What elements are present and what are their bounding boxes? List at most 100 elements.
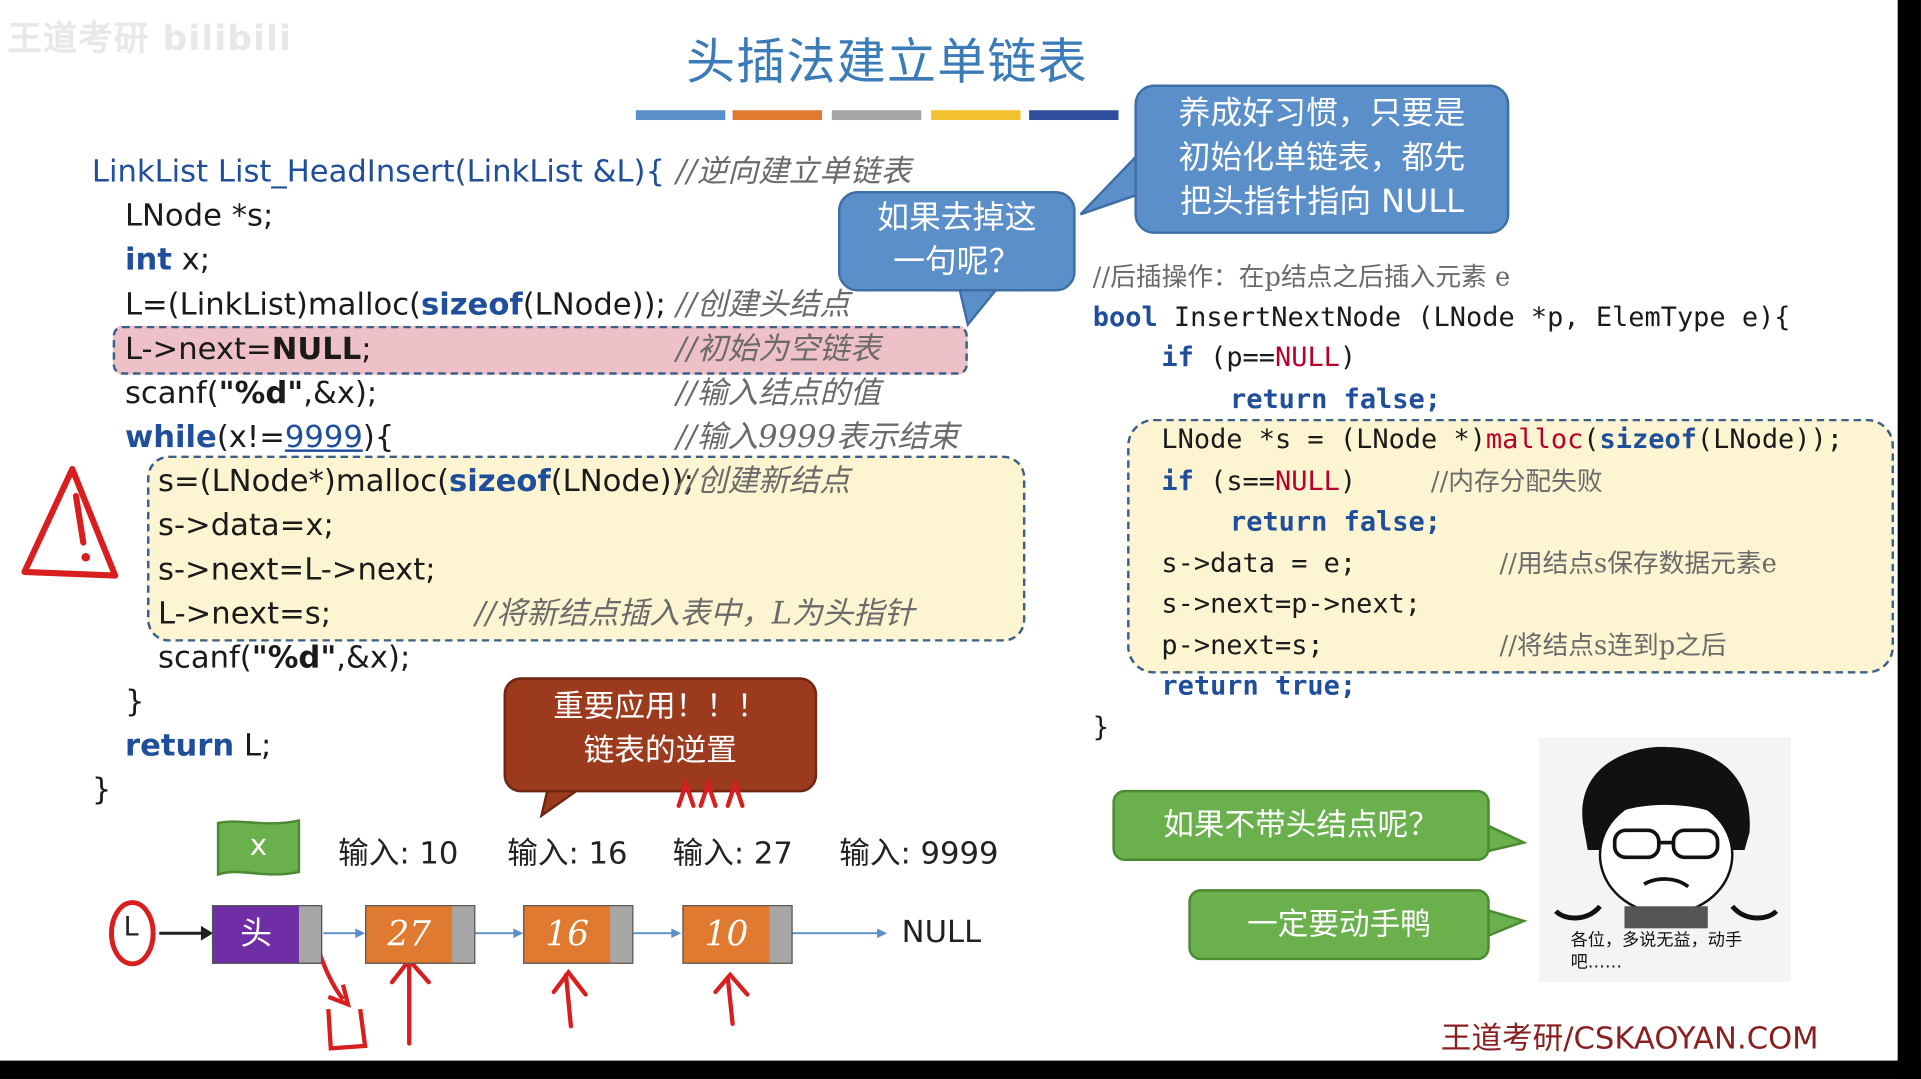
keyword: if	[1161, 466, 1194, 498]
node-pointer	[452, 906, 475, 963]
code-line: LNode *s;	[124, 197, 274, 233]
code-line: s->data=x;	[158, 507, 334, 543]
keyword: if	[1161, 342, 1194, 374]
node-pointer	[298, 906, 321, 963]
callout-line: 链表的逆置	[583, 732, 737, 768]
list-node: 10	[682, 905, 793, 964]
code-signature-text: LinkList List_HeadInsert(LinkList &L){	[91, 153, 665, 189]
string-literal: "%d"	[218, 374, 304, 411]
code-line: LNode *s = (LNode *)malloc(sizeof(LNode)…	[1161, 420, 1843, 461]
code-text: (	[1583, 424, 1600, 456]
footer-brand: 王道考研/CSKAOYAN.COM	[1440, 1020, 1819, 1056]
code-text: ;	[361, 330, 372, 367]
callout-line: 养成好习惯，只要是	[1178, 95, 1466, 133]
code-text: (s==	[1193, 466, 1276, 498]
callout-habit: 养成好习惯，只要是 初始化单链表，都先 把头指针指向 NULL	[1134, 84, 1510, 234]
input-label: 输入: 9999	[839, 835, 999, 871]
code-comment: //逆向建立单链表	[676, 153, 912, 189]
code-line: return false;	[1230, 384, 1441, 416]
title-stripe	[931, 110, 1021, 121]
input-label: 输入: 27	[672, 835, 793, 871]
code-comment: //将结点s连到p之后	[1499, 630, 1727, 661]
slide-title: 头插法建立单链表	[686, 34, 1088, 91]
code-comment: //输入结点的值	[676, 374, 881, 411]
code-comment: //内存分配失败	[1430, 466, 1603, 497]
node-value: 16	[545, 913, 590, 955]
code-text: L->next=	[124, 330, 272, 367]
code-line: int x;	[125, 238, 210, 282]
code-text: L;	[234, 727, 272, 763]
keyword: return	[124, 727, 235, 763]
number-literal: 9999	[284, 418, 363, 455]
title-stripe	[732, 110, 823, 121]
code-line: s->next=p->next;	[1161, 589, 1422, 620]
node-value: 头	[240, 916, 272, 953]
keyword: int	[124, 241, 172, 277]
code-text: x;	[171, 241, 211, 277]
code-text: (x!=	[216, 418, 285, 455]
callout-line: 初始化单链表，都先	[1178, 139, 1466, 177]
keyword: sizeof	[1599, 424, 1697, 456]
code-text: )	[1339, 466, 1357, 498]
list-node-head: 头	[211, 905, 323, 964]
highlight-insert-block	[147, 455, 1026, 642]
title-stripe	[635, 110, 726, 121]
code-comment: //输入9999表示结束	[676, 418, 959, 455]
node-value: 27	[387, 913, 432, 955]
video-letterbox-right	[1897, 0, 1921, 1079]
code-line: }	[124, 683, 145, 719]
code-text: (LNode));	[550, 462, 694, 499]
code-line: scanf("%d",&x);	[125, 371, 377, 415]
null-literal: NULL	[1275, 342, 1340, 374]
callout-line: 一句呢？	[893, 243, 1021, 281]
code-line: s->data = e;	[1161, 548, 1357, 580]
code-text: L=(LinkList)malloc(	[124, 286, 421, 323]
code-text: (LNode));	[522, 286, 666, 323]
callout-no-head-node: 如果不带头结点呢？	[1112, 789, 1490, 861]
code-line: return L;	[125, 724, 271, 768]
node-pointer	[769, 906, 792, 963]
title-stripe	[1029, 110, 1119, 121]
code-comment: //创建头结点	[676, 286, 851, 323]
code-line: p->next=s;	[1161, 630, 1324, 662]
code-line: return true;	[1161, 671, 1357, 702]
null-literal: NULL	[1275, 466, 1340, 498]
code-line: while(x!=9999){	[125, 415, 394, 459]
code-text: (LNode));	[1696, 424, 1843, 456]
callout-important: 重要应用！！！ 链表的逆置	[503, 677, 818, 793]
handwritten-marks-icon	[676, 778, 745, 808]
callout-line: 把头指针指向 NULL	[1179, 183, 1464, 221]
highlight-null-line	[112, 325, 968, 375]
highlight-insert-next-body	[1127, 418, 1895, 674]
input-label: 输入: 10	[338, 835, 459, 871]
video-letterbox-bottom	[0, 1060, 1921, 1079]
callout-do-it: 一定要动手鸭	[1188, 889, 1490, 961]
null-label: NULL	[901, 913, 982, 950]
code-line: s->next=L->next;	[158, 551, 436, 587]
code-text: scanf(	[124, 374, 219, 411]
code-line: }	[91, 771, 112, 808]
code-text: InsertNextNode (LNode *p, ElemType e){	[1157, 302, 1791, 334]
code-text: LNode *s = (LNode *)	[1161, 424, 1486, 456]
meme-caption: 各位，多说无益，动手吧……	[1570, 930, 1743, 973]
code-text: )	[1339, 342, 1357, 374]
code-line: L=(LinkList)malloc(sizeof(LNode));	[125, 283, 666, 327]
code-line-signature: bool InsertNextNode (LNode *p, ElemType …	[1093, 298, 1791, 339]
code-line: if (s==NULL)	[1161, 462, 1356, 503]
warning-icon	[21, 465, 119, 579]
code-text: ,&x);	[303, 374, 378, 411]
code-text: scanf(	[158, 639, 252, 675]
keyword: bool	[1092, 302, 1158, 334]
code-comment: //初始为空链表	[676, 330, 881, 367]
string-literal: "%d"	[251, 639, 337, 675]
code-comment: //创建新结点	[676, 462, 851, 499]
callout-remove-question: 如果去掉这 一句呢？	[837, 191, 1076, 292]
input-label: 输入: 16	[507, 835, 628, 871]
flag-icon	[216, 819, 301, 877]
callout-line: 重要应用！！！	[553, 688, 768, 724]
flag-label: x	[249, 827, 268, 863]
code-line: if (p==NULL)	[1161, 338, 1356, 379]
list-node: 16	[523, 905, 634, 964]
function-name: malloc	[1485, 424, 1584, 456]
node-pointer	[610, 906, 633, 963]
